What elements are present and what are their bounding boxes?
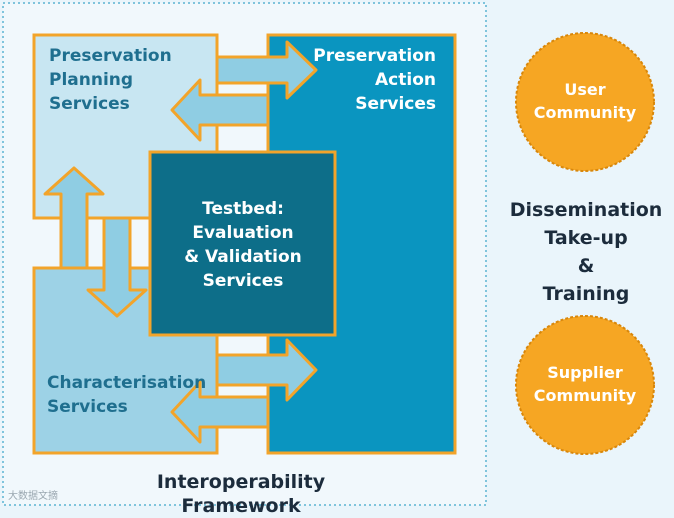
arrow-action-to-planning: [170, 78, 270, 142]
preservation-action-line-2: Action: [375, 70, 436, 90]
preservation-planning-label: Preservation Planning Services: [49, 44, 172, 116]
supplier-community-label: Supplier Community: [517, 361, 653, 407]
arrow-characterisation-to-action: [215, 338, 318, 402]
user-community-label: User Community: [517, 78, 653, 124]
testbed-line-3: & Validation: [184, 247, 302, 267]
dissemination-line-2: Take-up: [544, 227, 628, 249]
testbed-line-1: Testbed:: [202, 199, 284, 219]
dissemination-line-4: Training: [542, 283, 630, 305]
user-community-circle: [515, 32, 655, 172]
testbed-line-4: Services: [202, 271, 284, 291]
supplier-community-line-1: Supplier: [547, 363, 623, 382]
characterisation-line-2: Services: [47, 397, 128, 417]
testbed-line-2: Evaluation: [192, 223, 294, 243]
arrow-action-to-characterisation: [170, 380, 270, 444]
preservation-planning-line-3: Services: [49, 94, 130, 114]
supplier-community-line-2: Community: [533, 386, 637, 405]
arrow-planning-to-action: [215, 40, 318, 100]
characterisation-line-1: Characterisation: [47, 373, 207, 393]
preservation-planning-line-1: Preservation: [49, 46, 172, 66]
preservation-planning-line-2: Planning: [49, 70, 134, 90]
testbed-block: [148, 150, 337, 337]
characterisation-label: Characterisation Services: [47, 371, 206, 419]
dissemination-label: Dissemination Take-up & Training: [505, 196, 667, 308]
preservation-action-line-1: Preservation: [313, 46, 436, 66]
supplier-community-circle: [515, 315, 655, 455]
watermark: 大数据文摘: [8, 491, 58, 502]
arrow-characterisation-to-planning: [43, 166, 105, 270]
testbed-label: Testbed: Evaluation & Validation Service…: [152, 197, 334, 293]
dissemination-line-3: &: [577, 255, 595, 277]
arrow-planning-to-characterisation: [86, 216, 148, 318]
preservation-action-label: Preservation Action Services: [306, 44, 436, 116]
user-community-line-2: Community: [533, 103, 637, 122]
user-community-line-1: User: [564, 80, 606, 99]
dissemination-line-1: Dissemination: [509, 199, 663, 221]
interoperability-framework-label: Interoperability Framework: [156, 471, 326, 517]
preservation-action-line-3: Services: [355, 94, 436, 114]
